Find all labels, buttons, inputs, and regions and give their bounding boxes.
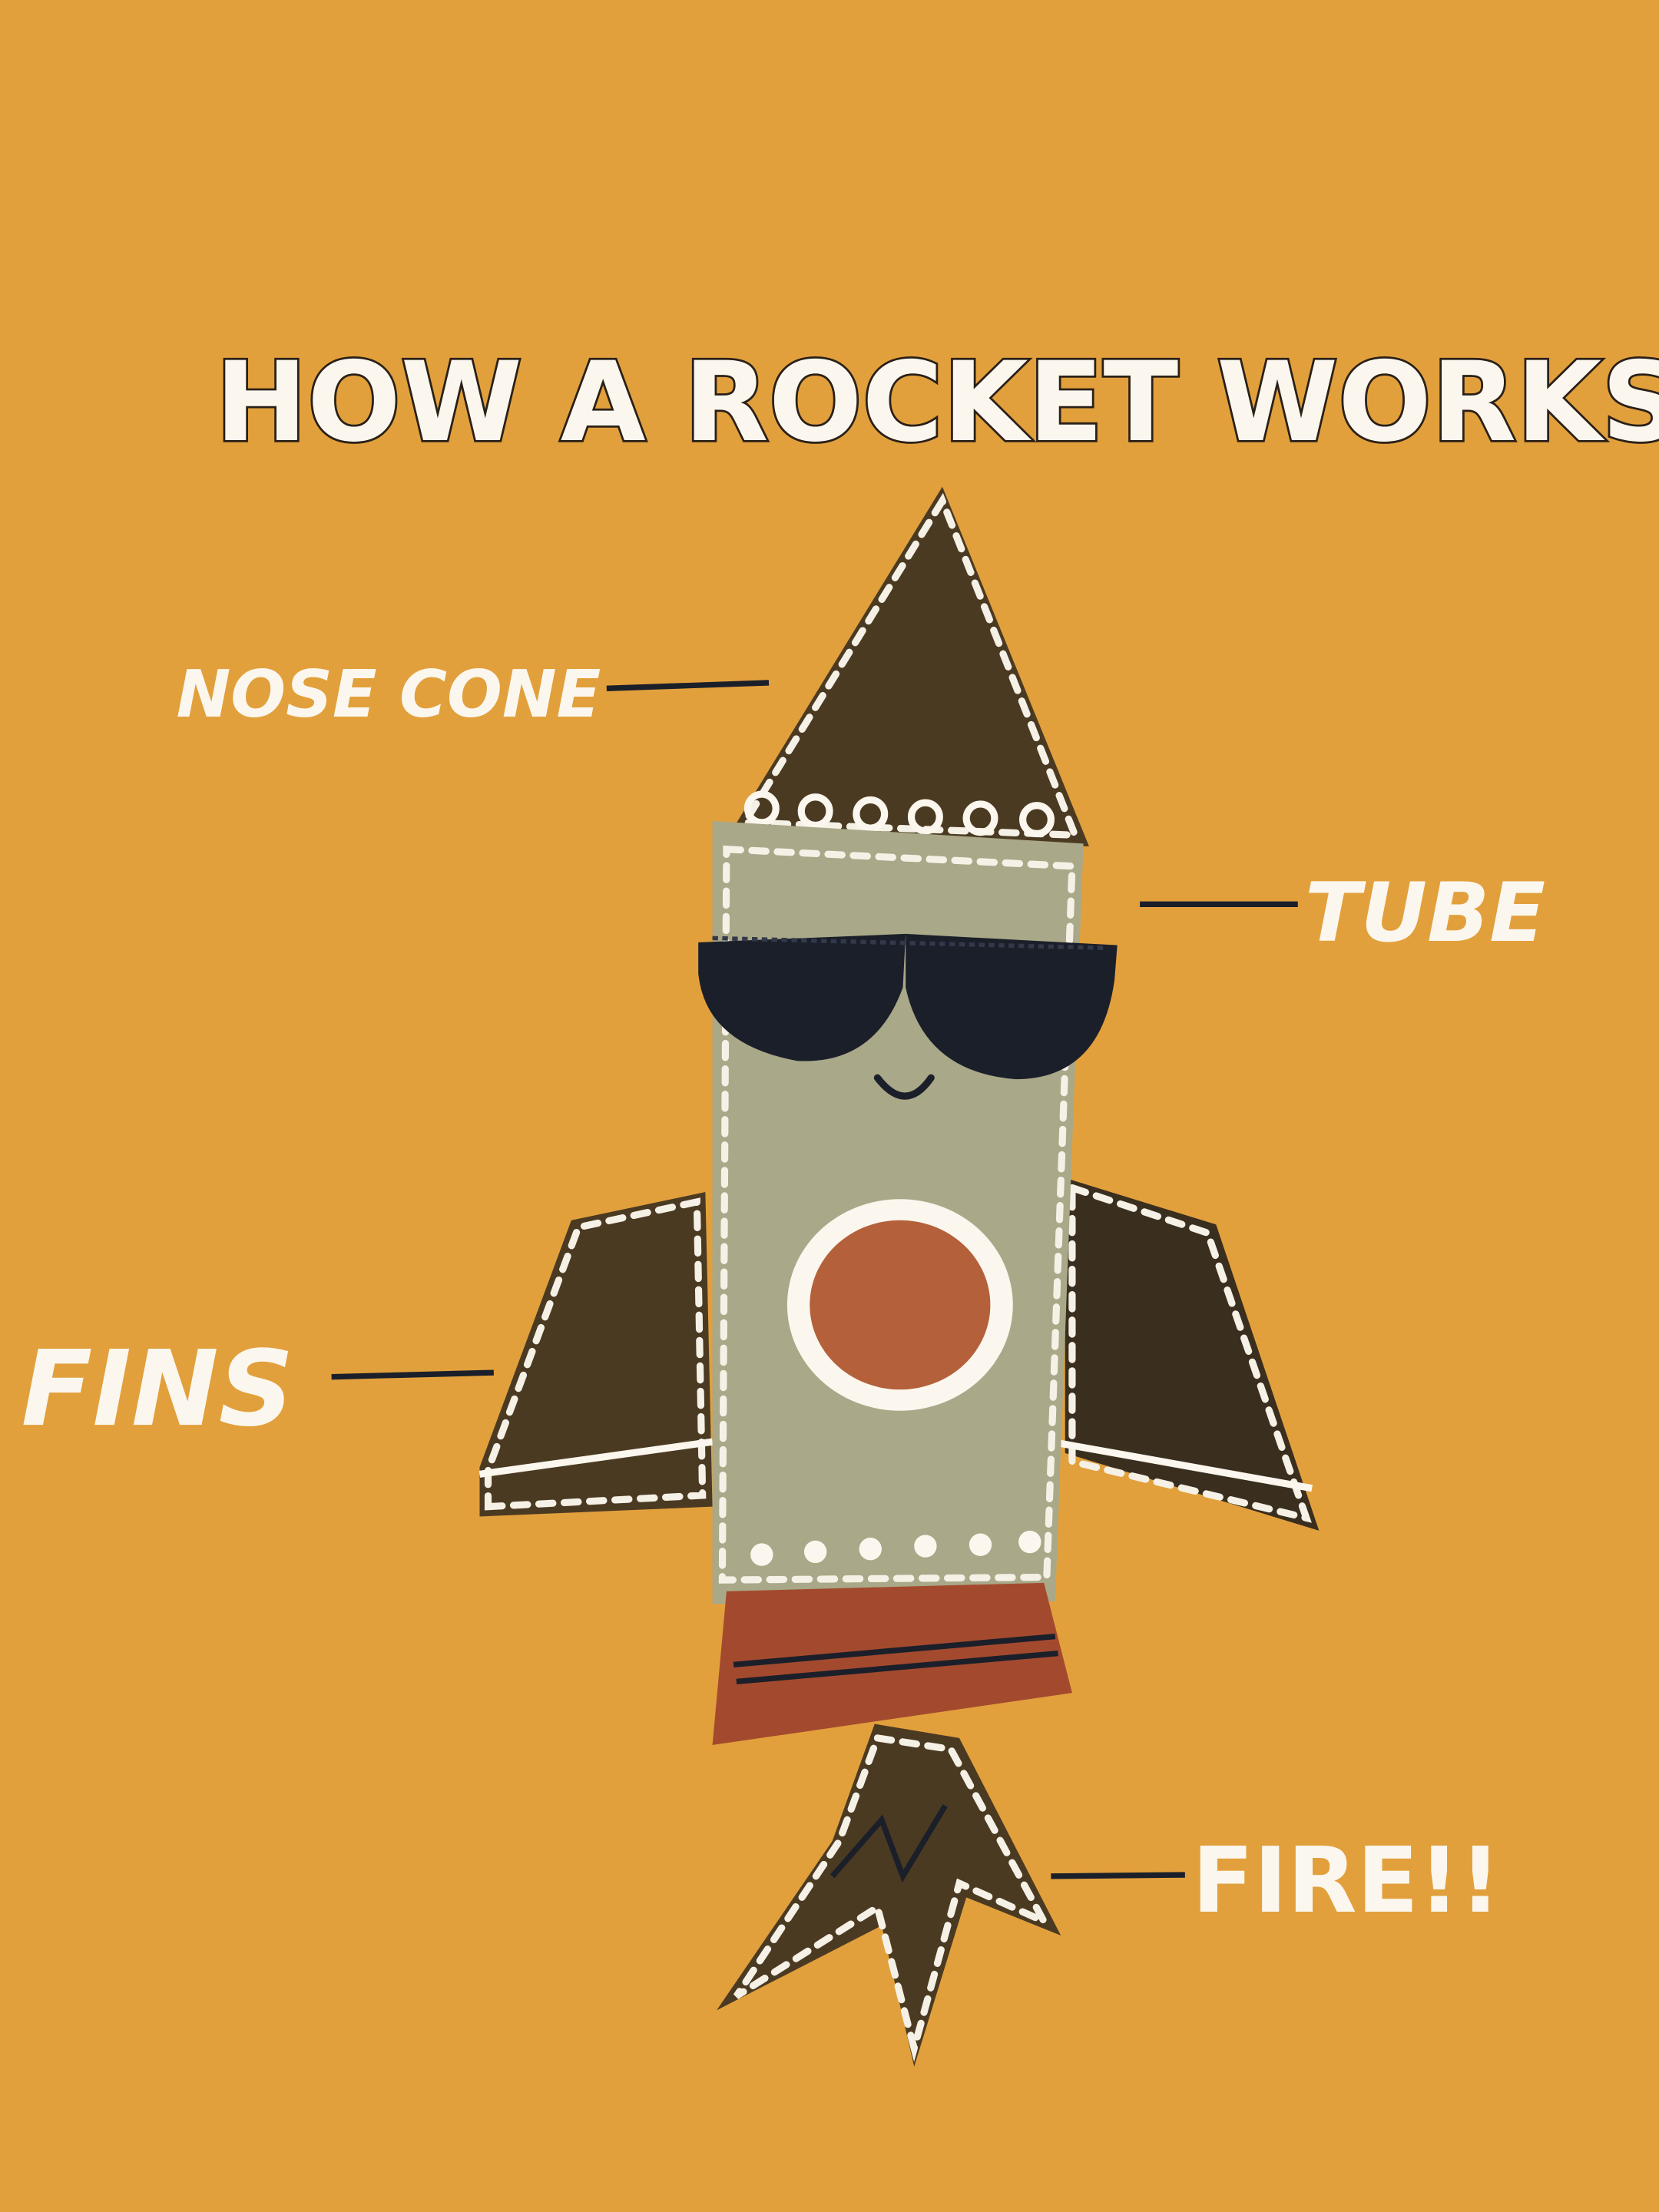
right-fin [1050, 1177, 1320, 1531]
leader-line [606, 680, 770, 691]
leader-line [1051, 1872, 1185, 1879]
svg-text:FINS: FINS [22, 1329, 294, 1450]
svg-text:NOSE CONE: NOSE CONE [177, 657, 601, 732]
fire [717, 1724, 1061, 2067]
left-fin [478, 1192, 714, 1517]
porthole [810, 1220, 991, 1390]
title: HOW A ROCKET WORKS [215, 338, 1659, 466]
leader-line [331, 1369, 494, 1380]
svg-text:TUBE: TUBE [1305, 866, 1545, 961]
sunglasses [698, 933, 1118, 1080]
nozzle [712, 1582, 1072, 1746]
fins-label: FINS [22, 1329, 494, 1450]
smile [873, 1074, 935, 1100]
nose-cone [730, 486, 1089, 847]
nose-cone-label: NOSE CONE [177, 657, 770, 732]
svg-text:FIRE!!: FIRE!! [1192, 1828, 1501, 1933]
tube-label: TUBE [1140, 866, 1545, 961]
fire-label: FIRE!! [1051, 1828, 1501, 1933]
